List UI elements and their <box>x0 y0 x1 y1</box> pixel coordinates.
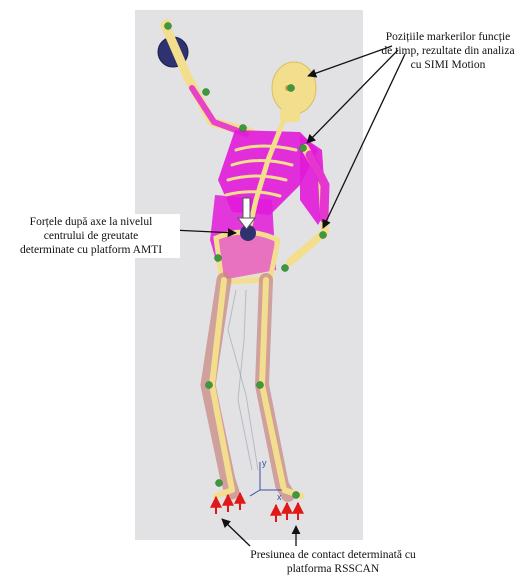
marker-dot <box>203 89 210 96</box>
marker-dot <box>215 255 222 262</box>
annotation-line: Forțele după axe la nivelul <box>2 215 180 229</box>
annotation-line: cu SIMI Motion <box>378 58 518 72</box>
cog-force-arrow-shaft <box>243 198 250 220</box>
annotation-line: de timp, rezultate din analiza <box>378 44 518 58</box>
annotation-line: centrului de greutate <box>2 229 180 243</box>
right-arm <box>163 19 250 134</box>
marker-dot <box>300 145 307 152</box>
marker-dot <box>293 492 300 499</box>
annotation-line: determinate cu platform AMTI <box>2 243 180 257</box>
axis-x-label: x <box>277 492 282 502</box>
marker-dot <box>282 265 289 272</box>
skull <box>272 62 316 122</box>
annotation-line: platforma RSSCAN <box>238 562 428 576</box>
marker-dot <box>257 382 264 389</box>
leader-pressure-left <box>222 519 250 546</box>
pressure-annotation: Presiunea de contact determinată cu plat… <box>238 548 428 576</box>
leader-markers-hand <box>323 54 405 228</box>
annotation-line: Pozițiile markerilor funcție <box>378 30 518 44</box>
marker-dot <box>320 232 327 239</box>
axis-y-label: y <box>262 458 267 468</box>
legs <box>208 280 302 496</box>
markers-annotation: Pozițiile markerilor funcție de timp, re… <box>378 30 518 72</box>
marker-dot <box>216 480 223 487</box>
marker-dot <box>240 125 247 132</box>
marker-dot <box>288 85 295 92</box>
forces-annotation: Forțele după axe la nivelul centrului de… <box>2 214 180 258</box>
marker-dot <box>165 23 172 30</box>
marker-dot <box>206 382 213 389</box>
annotation-line: Presiunea de contact determinată cu <box>238 548 428 562</box>
